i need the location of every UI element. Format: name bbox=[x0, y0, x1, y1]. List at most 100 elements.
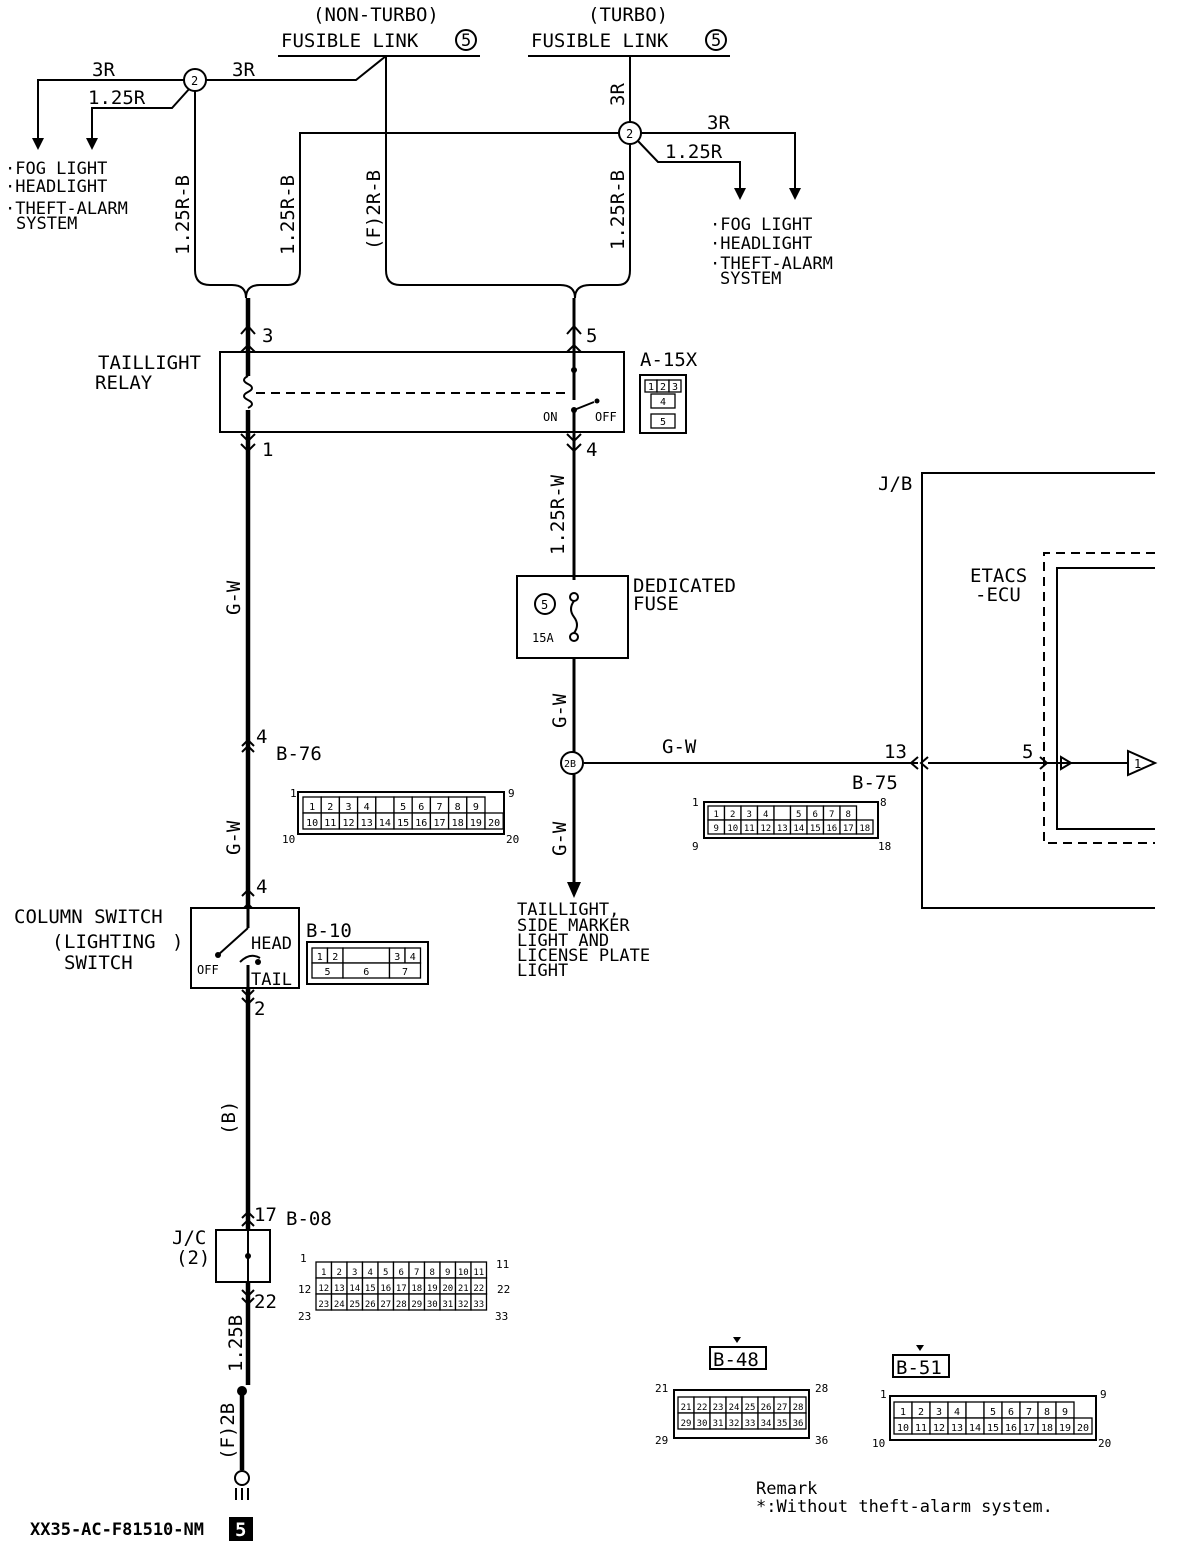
connector-end-pin: 9 bbox=[1100, 1388, 1107, 1401]
switch-head-label: HEAD bbox=[251, 934, 292, 954]
load-theft-alarm: ·THEFT-ALARM bbox=[5, 199, 128, 219]
connector-pin: 11 bbox=[473, 1268, 484, 1278]
wire-label: G-W bbox=[549, 821, 571, 856]
connector-end-pin: 1 bbox=[300, 1252, 307, 1265]
connector-pin: 9 bbox=[1062, 1407, 1068, 1418]
taillight-relay: TAILLIGHT RELAY 3 1 5 ON OFF 4 A-15X bbox=[95, 298, 698, 1385]
connector-pin: 17 bbox=[433, 818, 445, 829]
connector-end-pin: 23 bbox=[298, 1310, 311, 1323]
connector-pin: 5 bbox=[324, 967, 330, 978]
connector-pin: 12 bbox=[318, 1284, 329, 1294]
switch-title: SWITCH bbox=[64, 952, 133, 974]
connector-pin: 4 bbox=[660, 397, 666, 408]
relay-coil-icon bbox=[243, 375, 253, 409]
connector-cell bbox=[375, 796, 395, 814]
wire-label: 1.25R bbox=[88, 87, 146, 109]
fusible-link-number: 5 bbox=[461, 31, 471, 51]
connector-cell bbox=[484, 812, 504, 830]
connector-pin: 30 bbox=[697, 1419, 708, 1429]
connector-pin: 16 bbox=[415, 818, 427, 829]
connector-pin: 7 bbox=[1026, 1407, 1032, 1418]
connector-end-pin: 28 bbox=[815, 1382, 828, 1395]
load-fog-light: ·FOG LIGHT bbox=[710, 215, 812, 235]
connector-pin: 9 bbox=[714, 824, 719, 834]
switch-title: LIGHTING bbox=[64, 931, 156, 953]
arrow-down-icon bbox=[734, 188, 746, 200]
pin-label: 5 bbox=[586, 325, 597, 347]
connector-end-pin: 33 bbox=[495, 1310, 508, 1323]
connector-end-pin: 18 bbox=[878, 840, 891, 853]
connector-end-pin: 21 bbox=[655, 1382, 668, 1395]
connector-pin: 1 bbox=[900, 1407, 906, 1418]
connector-id: A-15X bbox=[640, 349, 698, 371]
wire-label: 3R bbox=[92, 59, 115, 81]
connector-pin: 18 bbox=[411, 1284, 422, 1294]
switch-box bbox=[190, 907, 300, 989]
connector-pin: 13 bbox=[334, 1284, 345, 1294]
connector-pin: 19 bbox=[427, 1284, 438, 1294]
connector-pin: 32 bbox=[729, 1419, 740, 1429]
connector-pin: 27 bbox=[380, 1300, 391, 1310]
connector-pin: 36 bbox=[793, 1419, 804, 1429]
connector-pin: 28 bbox=[396, 1300, 407, 1310]
connector-pin: 5 bbox=[383, 1268, 388, 1278]
connector-pin: 18 bbox=[859, 824, 870, 834]
buffer-output-label: 1 bbox=[1134, 757, 1141, 771]
right-upper-wiring: 3R 2 1.25R-B 3R 1.25R ·FOG LIGHT ·HEADLI… bbox=[385, 56, 833, 299]
connector-pin: 6 bbox=[418, 802, 424, 813]
wire-label: 1.25B bbox=[225, 1315, 247, 1372]
connector-cell bbox=[388, 962, 422, 979]
connector-id: B-10 bbox=[306, 920, 352, 942]
buffer-icon bbox=[1127, 749, 1158, 777]
splice-point bbox=[560, 751, 584, 775]
connector-pin: 11 bbox=[744, 824, 755, 834]
remark-text: *:Without theft-alarm system. bbox=[756, 1497, 1053, 1517]
connector-pin: 5 bbox=[400, 802, 406, 813]
pin-label: 4 bbox=[586, 439, 597, 461]
connector-pin: 13 bbox=[361, 818, 373, 829]
load-theft-alarm: ·THEFT-ALARM bbox=[710, 254, 833, 274]
connector-pin: 3 bbox=[345, 802, 351, 813]
relay-off-label: OFF bbox=[595, 410, 617, 424]
connector-pin: 2 bbox=[327, 802, 333, 813]
connector-pin: 6 bbox=[363, 967, 369, 978]
connector-pin: 21 bbox=[458, 1284, 469, 1294]
connector-end-pin: 12 bbox=[298, 1283, 311, 1296]
fuse-number: 5 bbox=[541, 598, 548, 612]
wire-label: (B) bbox=[218, 1101, 240, 1135]
connector-pin: 7 bbox=[829, 810, 834, 820]
wire-label: 1.25R bbox=[665, 141, 723, 163]
connector-pin: 1 bbox=[317, 952, 323, 963]
splice-label: 2 bbox=[191, 74, 198, 88]
connector-end-pin: 9 bbox=[692, 840, 699, 853]
connector-pin: 16 bbox=[1005, 1423, 1017, 1434]
jc-title: J/C bbox=[172, 1227, 206, 1249]
connector-pin: 26 bbox=[365, 1300, 376, 1310]
connector-pin: 22 bbox=[473, 1284, 484, 1294]
connector-end-pin: 10 bbox=[872, 1437, 885, 1450]
connector-pin: 9 bbox=[473, 802, 479, 813]
pin-label: 13 bbox=[884, 741, 907, 763]
connector-pin: 3 bbox=[747, 810, 752, 820]
junction-block: J/B ETACS -ECU 5 1 bbox=[878, 472, 1158, 909]
connector-end-pin: 20 bbox=[1098, 1437, 1111, 1450]
connector-pin: 8 bbox=[1044, 1407, 1050, 1418]
connector-end-pin: 22 bbox=[497, 1283, 510, 1296]
connector-end-pin: 29 bbox=[655, 1434, 668, 1447]
splice-label: 2B bbox=[564, 759, 576, 770]
connector-pin: 12 bbox=[933, 1423, 945, 1434]
column-switch: COLUMN SWITCH ( LIGHTING SWITCH ) 4 HEAD… bbox=[14, 876, 429, 1020]
connector-end-pin: 10 bbox=[282, 833, 295, 846]
connector-pin: 14 bbox=[379, 818, 391, 829]
connector-pin: 16 bbox=[826, 824, 837, 834]
connector-cell bbox=[789, 1412, 807, 1430]
connector-cell bbox=[773, 805, 792, 821]
connector-pin: 15 bbox=[810, 824, 821, 834]
switch-off-label: OFF bbox=[197, 963, 219, 977]
wire-label: G-W bbox=[223, 820, 245, 855]
connector-pin: 25 bbox=[745, 1403, 756, 1413]
wire-label: 1.25R-B bbox=[172, 175, 194, 255]
connector-pin: 4 bbox=[368, 1268, 373, 1278]
